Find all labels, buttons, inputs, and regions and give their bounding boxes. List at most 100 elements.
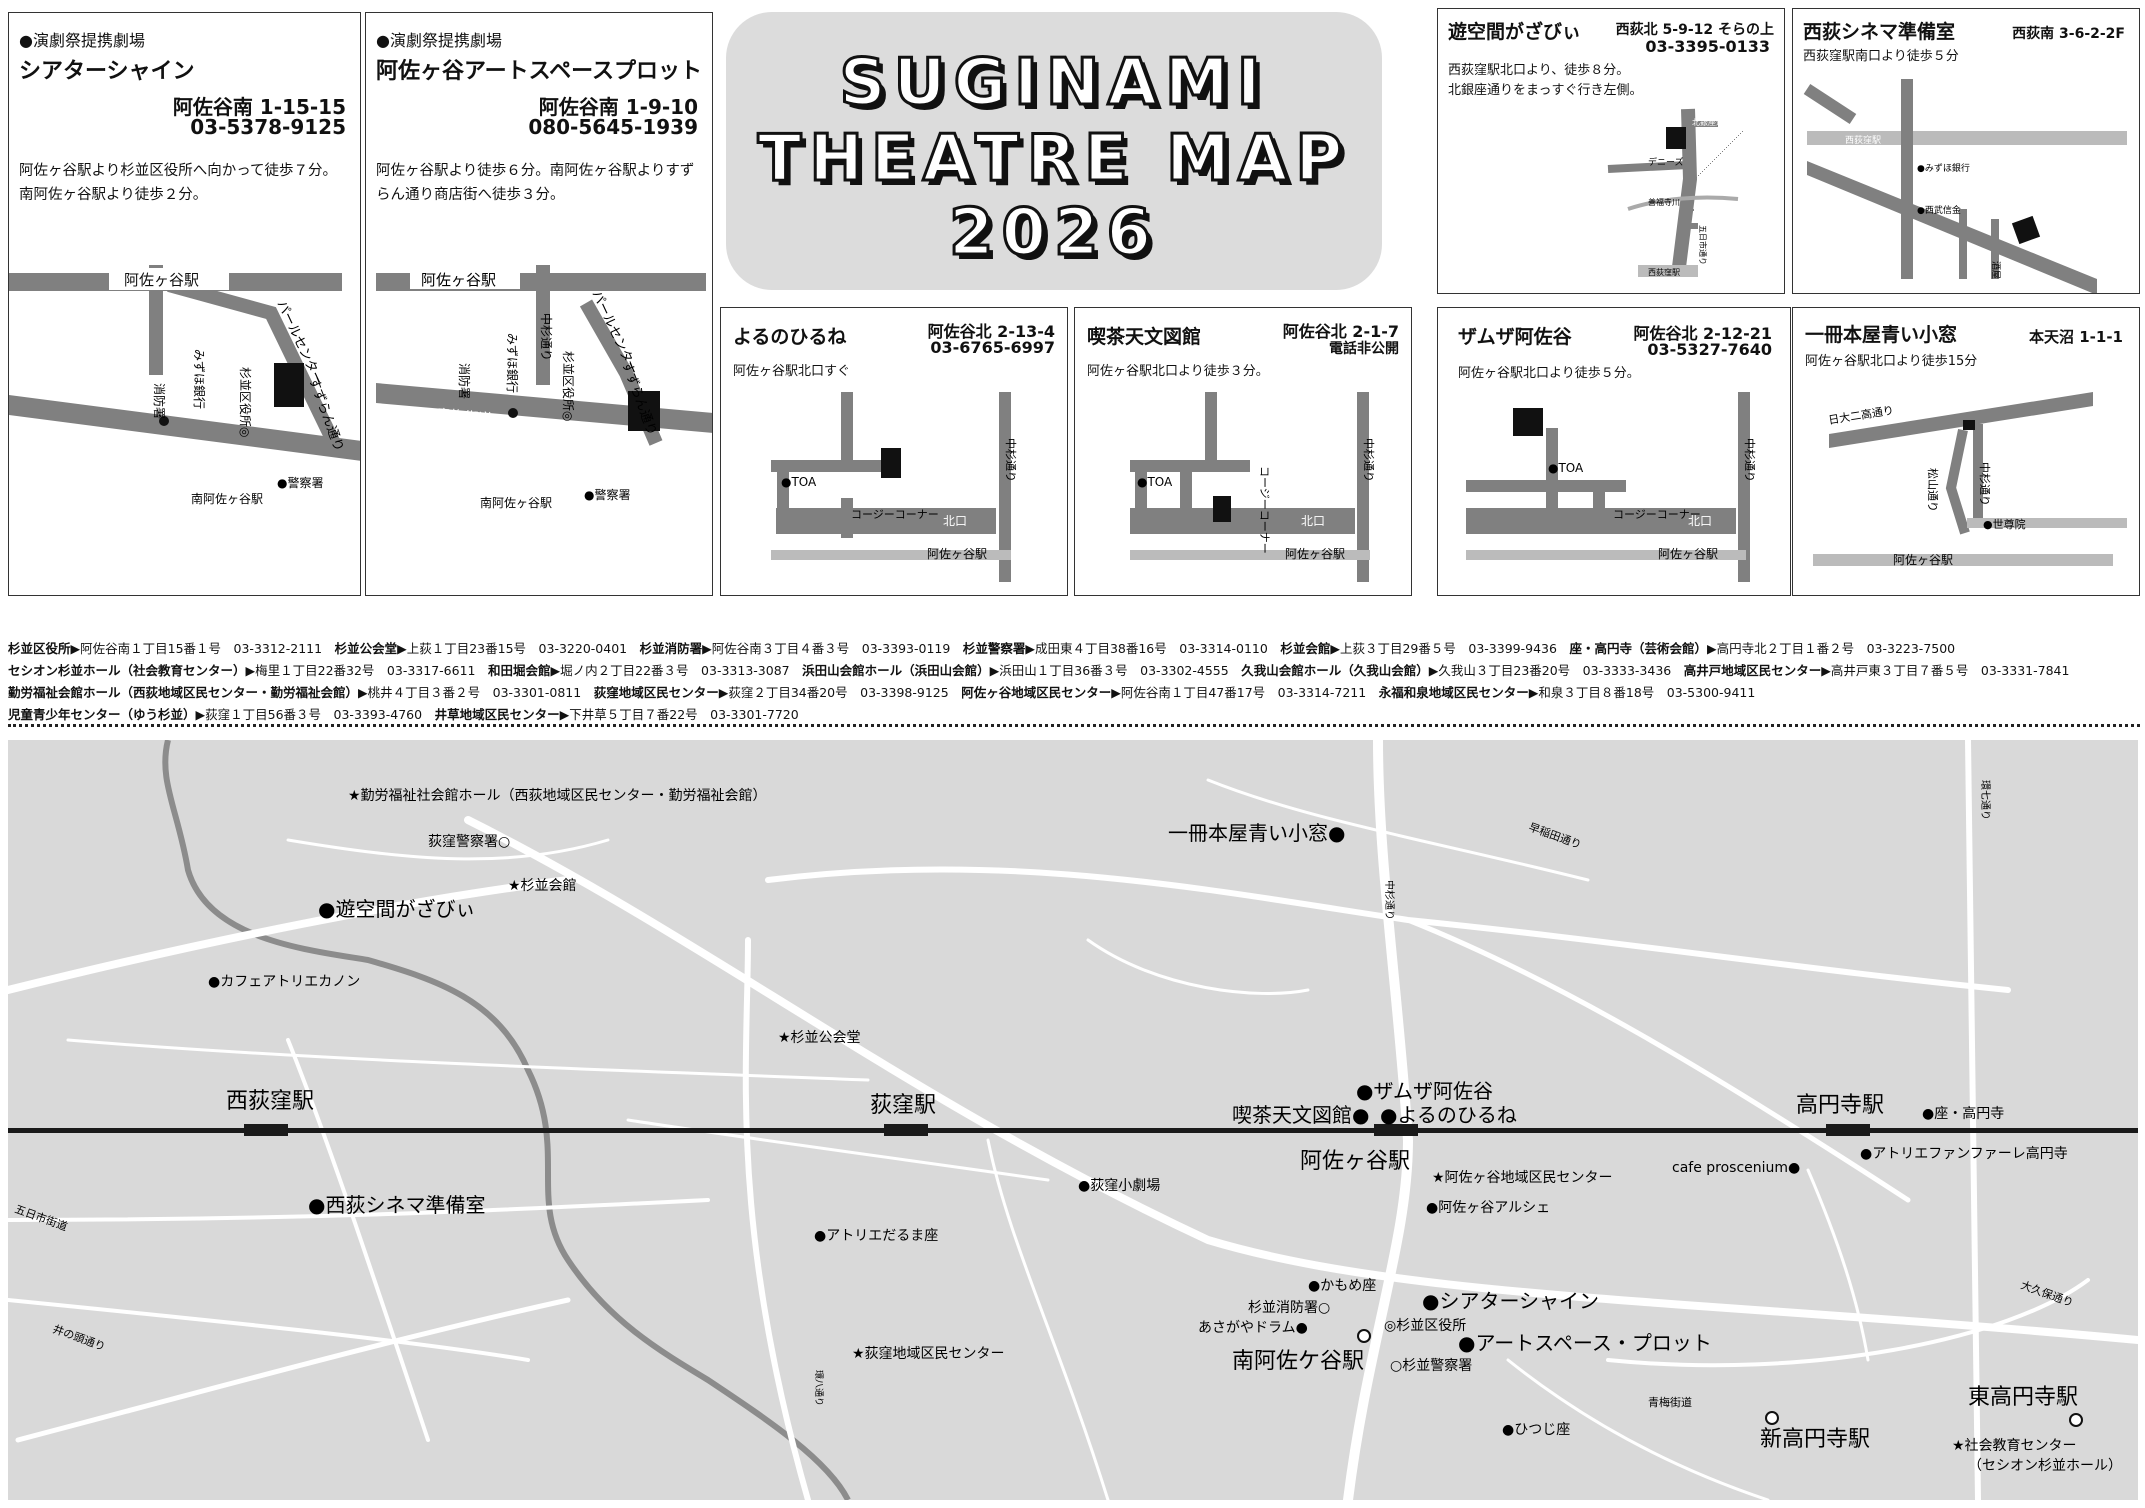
venue-name: 喫茶天文図館: [1087, 326, 1202, 348]
venue-directions: 阿佐ヶ谷駅北口より徒歩15分: [1805, 354, 1978, 369]
venue-address: 阿佐谷南 1-15-15: [172, 95, 346, 119]
kitaginza-label: 北銀座通り: [1692, 117, 1732, 127]
card-tag: ●演劇祭提携劇場: [19, 31, 145, 50]
place-tenmon: 喫茶天文図館●: [1232, 1103, 1369, 1127]
office-label: 杉並区役所◎: [238, 367, 253, 437]
title-banner: SUGINAMI THEATRE MAP 2026: [726, 12, 1382, 290]
station-label: 西荻窪駅: [1845, 134, 1881, 146]
cozy-label: コージーコーナー: [1258, 466, 1271, 554]
place-yoru: ●よるのひるね: [1380, 1103, 1517, 1127]
venue-name: ザムザ阿佐谷: [1458, 326, 1572, 348]
place-cafe-atelier: ●カフェアトリエカノン: [208, 974, 360, 990]
kannana-road-label-2: 環八通り: [813, 1370, 824, 1406]
shin-koenji-station-label: 新高円寺駅: [1760, 1427, 1870, 1452]
place-ogikubo-shogekijo: ●荻窪小劇場: [1078, 1177, 1160, 1194]
south-station-label: 南阿佐ヶ谷駅: [191, 491, 263, 506]
venue-access-map: 北銀座通り デニーズ 善福寺川 五日市通り 西荻窪駅: [1607, 108, 1743, 277]
nishiogi-cinema-card: 西荻シネマ準備室 西荻南 3-6-2-2F 西荻窪駅南口より徒歩５分 西荻窪駅 …: [1792, 8, 2140, 294]
venue-phone: 電話非公開: [1329, 341, 1399, 357]
place-kokaido: ★杉並公会堂: [778, 1030, 861, 1046]
venue-phone: 080-5645-1939: [528, 115, 698, 139]
theater-shine-card: ●演劇祭提携劇場 シアターシャイン 阿佐谷南 1-15-15 03-5378-9…: [8, 12, 361, 596]
place-issatsu: 一冊本屋青い小窓●: [1168, 821, 1345, 845]
kita-label: 北口: [1688, 514, 1712, 528]
card-tag: ●演劇祭提携劇場: [376, 31, 502, 50]
venue-access-map: 西荻窪駅 ●みずほ銀行 ●西武信金 酒屋: [1803, 79, 2127, 293]
police-label: ●警察署: [277, 475, 323, 490]
place-za-koenji: ●座・高円寺: [1922, 1105, 2004, 1122]
directory-row-4: 児童青少年センター（ゆう杉並）▶荻窪１丁目56番３号 03-3393-4760 …: [8, 707, 799, 722]
place-hitsuji: ●ひつじ座: [1502, 1422, 1570, 1438]
place-kamome: ●かもめ座: [1308, 1278, 1376, 1294]
venue-phone: 03-3395-0133: [1645, 37, 1770, 56]
venue-address: 本天沼 1-1-1: [2029, 328, 2123, 346]
nakasugi-road-label: 中杉通り: [1383, 880, 1396, 920]
station-label: 阿佐ヶ谷駅: [1658, 547, 1718, 561]
ome-label: 青梅街道: [121, 443, 178, 465]
place-zamza: ●ザムザ阿佐谷: [1356, 1079, 1493, 1103]
venue-name: シアターシャイン: [19, 59, 195, 84]
ome-label: 青梅街道: [436, 407, 493, 428]
venue-name: よるのひるね: [733, 326, 847, 348]
title-line-3: 2026: [947, 195, 1160, 272]
station-label: 阿佐ヶ谷駅: [927, 547, 987, 561]
place-asagaya-center: ★阿佐ヶ谷地域区民センター: [1432, 1170, 1613, 1186]
place-kinro: ★勤労福祉社会館ホール（西荻地域区民センター・勤労福祉会館）: [348, 787, 767, 804]
venue-access-map: ●TOA コージーコーナー 北口 中杉通り 阿佐ヶ谷駅: [1130, 392, 1376, 582]
station-label: 阿佐ヶ谷駅: [124, 271, 199, 289]
cozy-label: コージーコーナー: [1613, 508, 1701, 521]
ome-road-label: 青梅街道: [1648, 1395, 1692, 1409]
venue-access-map: ●TOA コージーコーナー 北口 中杉通り 阿佐ヶ谷駅: [1466, 392, 1757, 582]
shinkin-label: ●西武信金: [1917, 204, 1961, 216]
kita-label: 北口: [943, 514, 967, 528]
setagaya-label: ●世尊院: [1983, 517, 2026, 531]
zamza-card: ザムザ阿佐谷 阿佐谷北 2-12-21 03-5327-7640 阿佐ヶ谷駅北口…: [1437, 307, 1791, 596]
venue-access-map: 阿佐ヶ谷駅 パールセンター すずらん通り 青梅街道 消防署 みずほ銀行 杉並区役…: [9, 265, 360, 506]
koenji-station-label: 高円寺駅: [1796, 1093, 1884, 1118]
station-label: 阿佐ヶ谷駅: [1893, 553, 1953, 567]
station-label: 阿佐ヶ谷駅: [421, 271, 496, 289]
venue-address: 西荻南 3-6-2-2F: [2012, 26, 2125, 42]
toa-label: ●TOA: [1548, 461, 1584, 475]
naka-label: 中杉通り: [1362, 438, 1376, 482]
toa-label: ●TOA: [781, 475, 817, 489]
label-bg: [109, 268, 229, 290]
place-shine: ●シアターシャイン: [1422, 1289, 1599, 1313]
area-map: 西荻窪駅 荻窪駅 阿佐ヶ谷駅 高円寺駅 南阿佐ケ谷駅 新高円寺駅 東高円寺駅 五…: [8, 740, 2138, 1500]
venue-access-map: ●TOA コージーコーナー 北口 中杉通り 阿佐ヶ谷駅: [771, 392, 1018, 582]
minami-asagaya-station-label: 南阿佐ケ谷駅: [1232, 1349, 1364, 1374]
venue-name: 阿佐ヶ谷アートスペースプロット: [376, 59, 703, 84]
title-line-1: SUGINAMI: [838, 45, 1269, 122]
higashi-koenji-station-label: 東高円寺駅: [1968, 1385, 2078, 1410]
venue-name: 西荻シネマ準備室: [1803, 21, 1956, 43]
venue-address: 西荻北 5-9-12 そらの上: [1615, 22, 1774, 38]
place-cinema: ●西荻シネマ準備室: [308, 1193, 485, 1217]
denny-label: デニーズ: [1648, 156, 1684, 168]
dotted-divider: [8, 724, 2140, 727]
zenpuku-label: 善福寺川: [1648, 197, 1680, 207]
venue-directions: 阿佐ヶ谷駅より徒歩６分。南阿佐ヶ谷駅よりすずらん通り商店街へ徒歩３分。: [376, 163, 695, 203]
venue-name: 遊空間がざびぃ: [1448, 21, 1582, 43]
shop-label: 酒屋: [1990, 261, 2001, 279]
naka-label: 中杉通り: [1743, 438, 1757, 482]
naka-label: 中杉通り: [1978, 462, 1992, 506]
place-police: ○杉並警察署: [1390, 1357, 1472, 1374]
bank-label: みずほ銀行: [192, 349, 206, 409]
place-social-2: （セシオン杉並ホール）: [1968, 1458, 2122, 1474]
title-line-2: THEATRE MAP: [756, 121, 1351, 198]
bank-label: ●みずほ銀行: [1917, 162, 1970, 174]
place-ogikubo-center: ★荻窪地域区民センター: [852, 1345, 1005, 1362]
nichidai-label: 日大二高通り: [1827, 403, 1894, 427]
fire-label: 消防署: [457, 363, 472, 399]
venue-phone: 03-5327-7640: [1647, 340, 1772, 359]
naka-label: 中杉通り: [539, 313, 554, 361]
nishiogikubo-station-label: 西荻窪駅: [226, 1089, 314, 1114]
venue-directions-2: 北銀座通りをまっすぐ行き左側。: [1448, 83, 1643, 98]
venue-address: 阿佐谷北 2-13-4: [927, 322, 1055, 341]
place-asagaya-dorama: あさがやドラム●: [1198, 1320, 1308, 1336]
venue-directions: 西荻窪駅南口より徒歩５分: [1803, 49, 1959, 64]
place-proscenium: cafe proscenium●: [1672, 1160, 1800, 1176]
place-fire: 杉並消防署○: [1248, 1300, 1330, 1316]
place-asagaya-arche: ●阿佐ヶ谷アルシェ: [1426, 1200, 1550, 1216]
venue-name: 一冊本屋青い小窓: [1805, 324, 1958, 346]
